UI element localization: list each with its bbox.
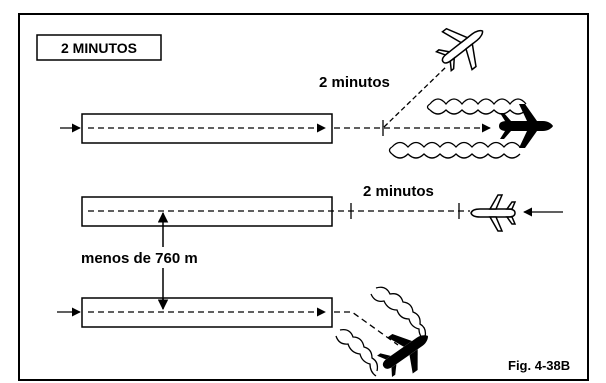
title-box: 2 MINUTOS bbox=[36, 34, 162, 61]
separation-label: menos de 760 m bbox=[81, 250, 198, 267]
figure-label: Fig. 4-38B bbox=[508, 358, 570, 373]
wake-vortex-lower bbox=[388, 141, 521, 159]
runway-middle bbox=[81, 196, 470, 227]
frame-border bbox=[18, 13, 589, 381]
airplane-climbing-icon bbox=[434, 27, 484, 73]
airplane-dark-icon bbox=[499, 104, 553, 148]
time-label-top: 2 minutos bbox=[319, 74, 390, 91]
airplane-outline-icon bbox=[470, 194, 517, 232]
wake-vortex-upper bbox=[426, 98, 527, 115]
runway-bottom bbox=[57, 297, 399, 346]
climb-path bbox=[383, 65, 448, 128]
time-label-middle: 2 minutos bbox=[363, 183, 434, 200]
title-label: 2 MINUTOS bbox=[61, 40, 137, 56]
airplane-dark-turning-icon bbox=[377, 333, 428, 377]
wake-vortex-turn-inner bbox=[335, 329, 379, 377]
runway-top bbox=[60, 113, 491, 144]
wake-vortex-turn-outer bbox=[370, 286, 427, 342]
